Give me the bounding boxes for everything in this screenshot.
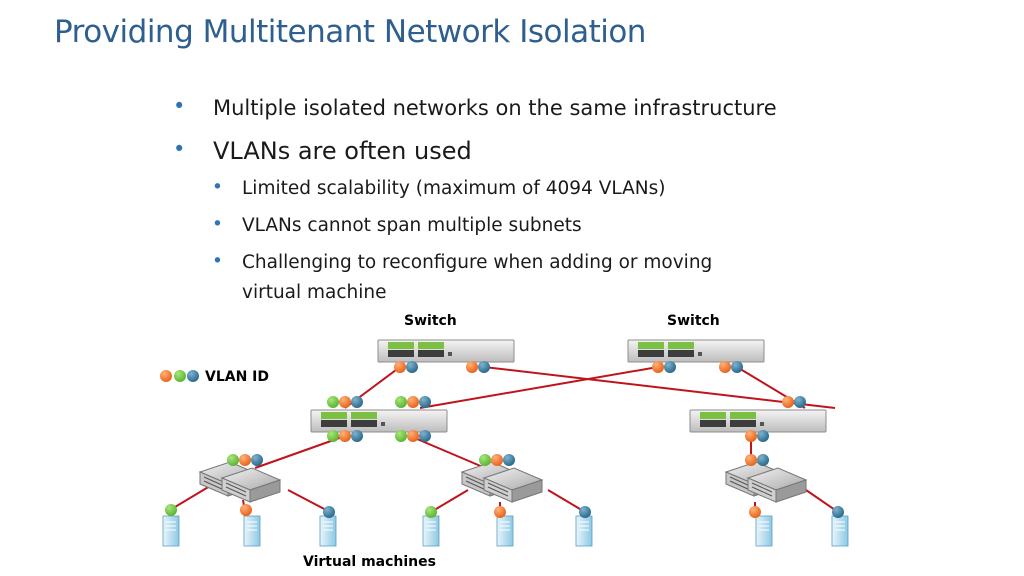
vlan-dot-blue	[323, 506, 335, 518]
page-title: Providing Multitenant Network Isolation	[54, 14, 646, 50]
vlan-dot-blue	[419, 396, 431, 408]
link-line	[254, 435, 346, 469]
link-line	[805, 489, 839, 513]
switch-label-left: Switch	[404, 313, 457, 329]
bullet-dot: •	[212, 251, 223, 272]
switch-label-right: Switch	[667, 313, 720, 329]
virtual-machine	[831, 515, 849, 547]
bullet-text: virtual machine	[242, 282, 387, 303]
vlan-dot-green	[174, 370, 186, 382]
vlan-dot-green	[395, 396, 407, 408]
access-switch-right	[689, 409, 827, 433]
vlan-dot-blue	[832, 506, 844, 518]
core-switch-right	[627, 339, 765, 363]
vlan-dot-green	[425, 506, 437, 518]
link-line	[287, 489, 331, 513]
bullet-dot: •	[173, 137, 186, 161]
vlan-dot-orange	[745, 430, 757, 442]
access-switch-left	[310, 409, 448, 433]
vlan-dot-orange	[719, 361, 731, 373]
vlan-dot-orange	[745, 454, 757, 466]
vlan-dot-orange	[749, 506, 761, 518]
sub-bullet-item: • Challenging to reconfigure when adding…	[212, 251, 713, 273]
bullet-text: VLANs cannot span multiple subnets	[242, 215, 582, 236]
vlan-dot-green	[327, 430, 339, 442]
sub-bullet-item: • Limited scalability (maximum of 4094 V…	[212, 177, 666, 199]
host-server	[725, 461, 807, 503]
virtual-machine	[162, 515, 180, 547]
vlan-dot-blue	[794, 396, 806, 408]
bullet-text: Challenging to reconfigure when adding o…	[242, 252, 713, 273]
bullet-item: • Multiple isolated networks on the same…	[173, 94, 777, 120]
vlan-dot-green	[227, 454, 239, 466]
vlan-dot-blue	[419, 430, 431, 442]
virtual-machine	[319, 515, 337, 547]
virtual-machine	[496, 515, 514, 547]
bullet-dot: •	[212, 177, 223, 198]
bullet-dot: •	[173, 94, 186, 118]
link-line	[483, 366, 836, 409]
link-line	[169, 485, 211, 511]
sub-bullet-item: • VLANs cannot span multiple subnets	[212, 214, 582, 236]
vlan-dot-blue	[351, 396, 363, 408]
virtual-machine	[422, 515, 440, 547]
link-line	[430, 489, 469, 513]
vlan-dot-orange	[339, 396, 351, 408]
vlan-dot-green	[395, 430, 407, 442]
vlan-dot-blue	[503, 454, 515, 466]
vlan-dot-green	[327, 396, 339, 408]
vlan-dot-blue	[757, 430, 769, 442]
vlan-dot-orange	[407, 396, 419, 408]
bullet-text: VLANs are often used	[213, 137, 472, 165]
vlan-dot-blue	[478, 361, 490, 373]
virtual-machine	[243, 515, 261, 547]
core-switch-left	[377, 339, 515, 363]
vlan-id-legend-label: VLAN ID	[205, 369, 269, 385]
vlan-dot-orange	[466, 361, 478, 373]
virtual-machine	[575, 515, 593, 547]
bullet-item: • VLANs are often used	[173, 137, 472, 165]
vlan-dot-green	[165, 504, 177, 516]
vlan-dot-orange	[394, 361, 406, 373]
vlan-dot-blue	[664, 361, 676, 373]
vlan-dot-blue	[351, 430, 363, 442]
vlan-dot-orange	[652, 361, 664, 373]
vlan-dot-orange	[160, 370, 172, 382]
vlan-dot-orange	[407, 430, 419, 442]
vlan-dot-orange	[240, 504, 252, 516]
vlan-dot-blue	[579, 506, 591, 518]
vlan-dot-blue	[757, 454, 769, 466]
vlan-dot-orange	[782, 396, 794, 408]
virtual-machines-label: Virtual machines	[303, 554, 436, 570]
vlan-dot-orange	[494, 506, 506, 518]
virtual-machine	[755, 515, 773, 547]
bullet-dot: •	[212, 214, 223, 235]
bullet-text: Limited scalability (maximum of 4094 VLA…	[242, 178, 666, 199]
network-links	[169, 366, 839, 513]
vlan-dot-blue	[251, 454, 263, 466]
vlan-dot-blue	[731, 361, 743, 373]
vlan-dot-orange	[239, 454, 251, 466]
host-server	[461, 461, 543, 503]
vlan-dot-blue	[187, 370, 199, 382]
vlan-dot-blue	[406, 361, 418, 373]
bullet-text: Multiple isolated networks on the same i…	[213, 96, 777, 120]
vlan-dot-green	[479, 454, 491, 466]
link-line	[547, 489, 586, 513]
bullet-list: • Multiple isolated networks on the same…	[173, 94, 777, 303]
sub-bullet-continuation: virtual machine	[242, 282, 387, 303]
vlan-dot-orange	[491, 454, 503, 466]
vlan-tags	[160, 361, 844, 518]
link-line	[419, 366, 659, 409]
host-server	[199, 461, 281, 503]
vlan-dot-orange	[339, 430, 351, 442]
